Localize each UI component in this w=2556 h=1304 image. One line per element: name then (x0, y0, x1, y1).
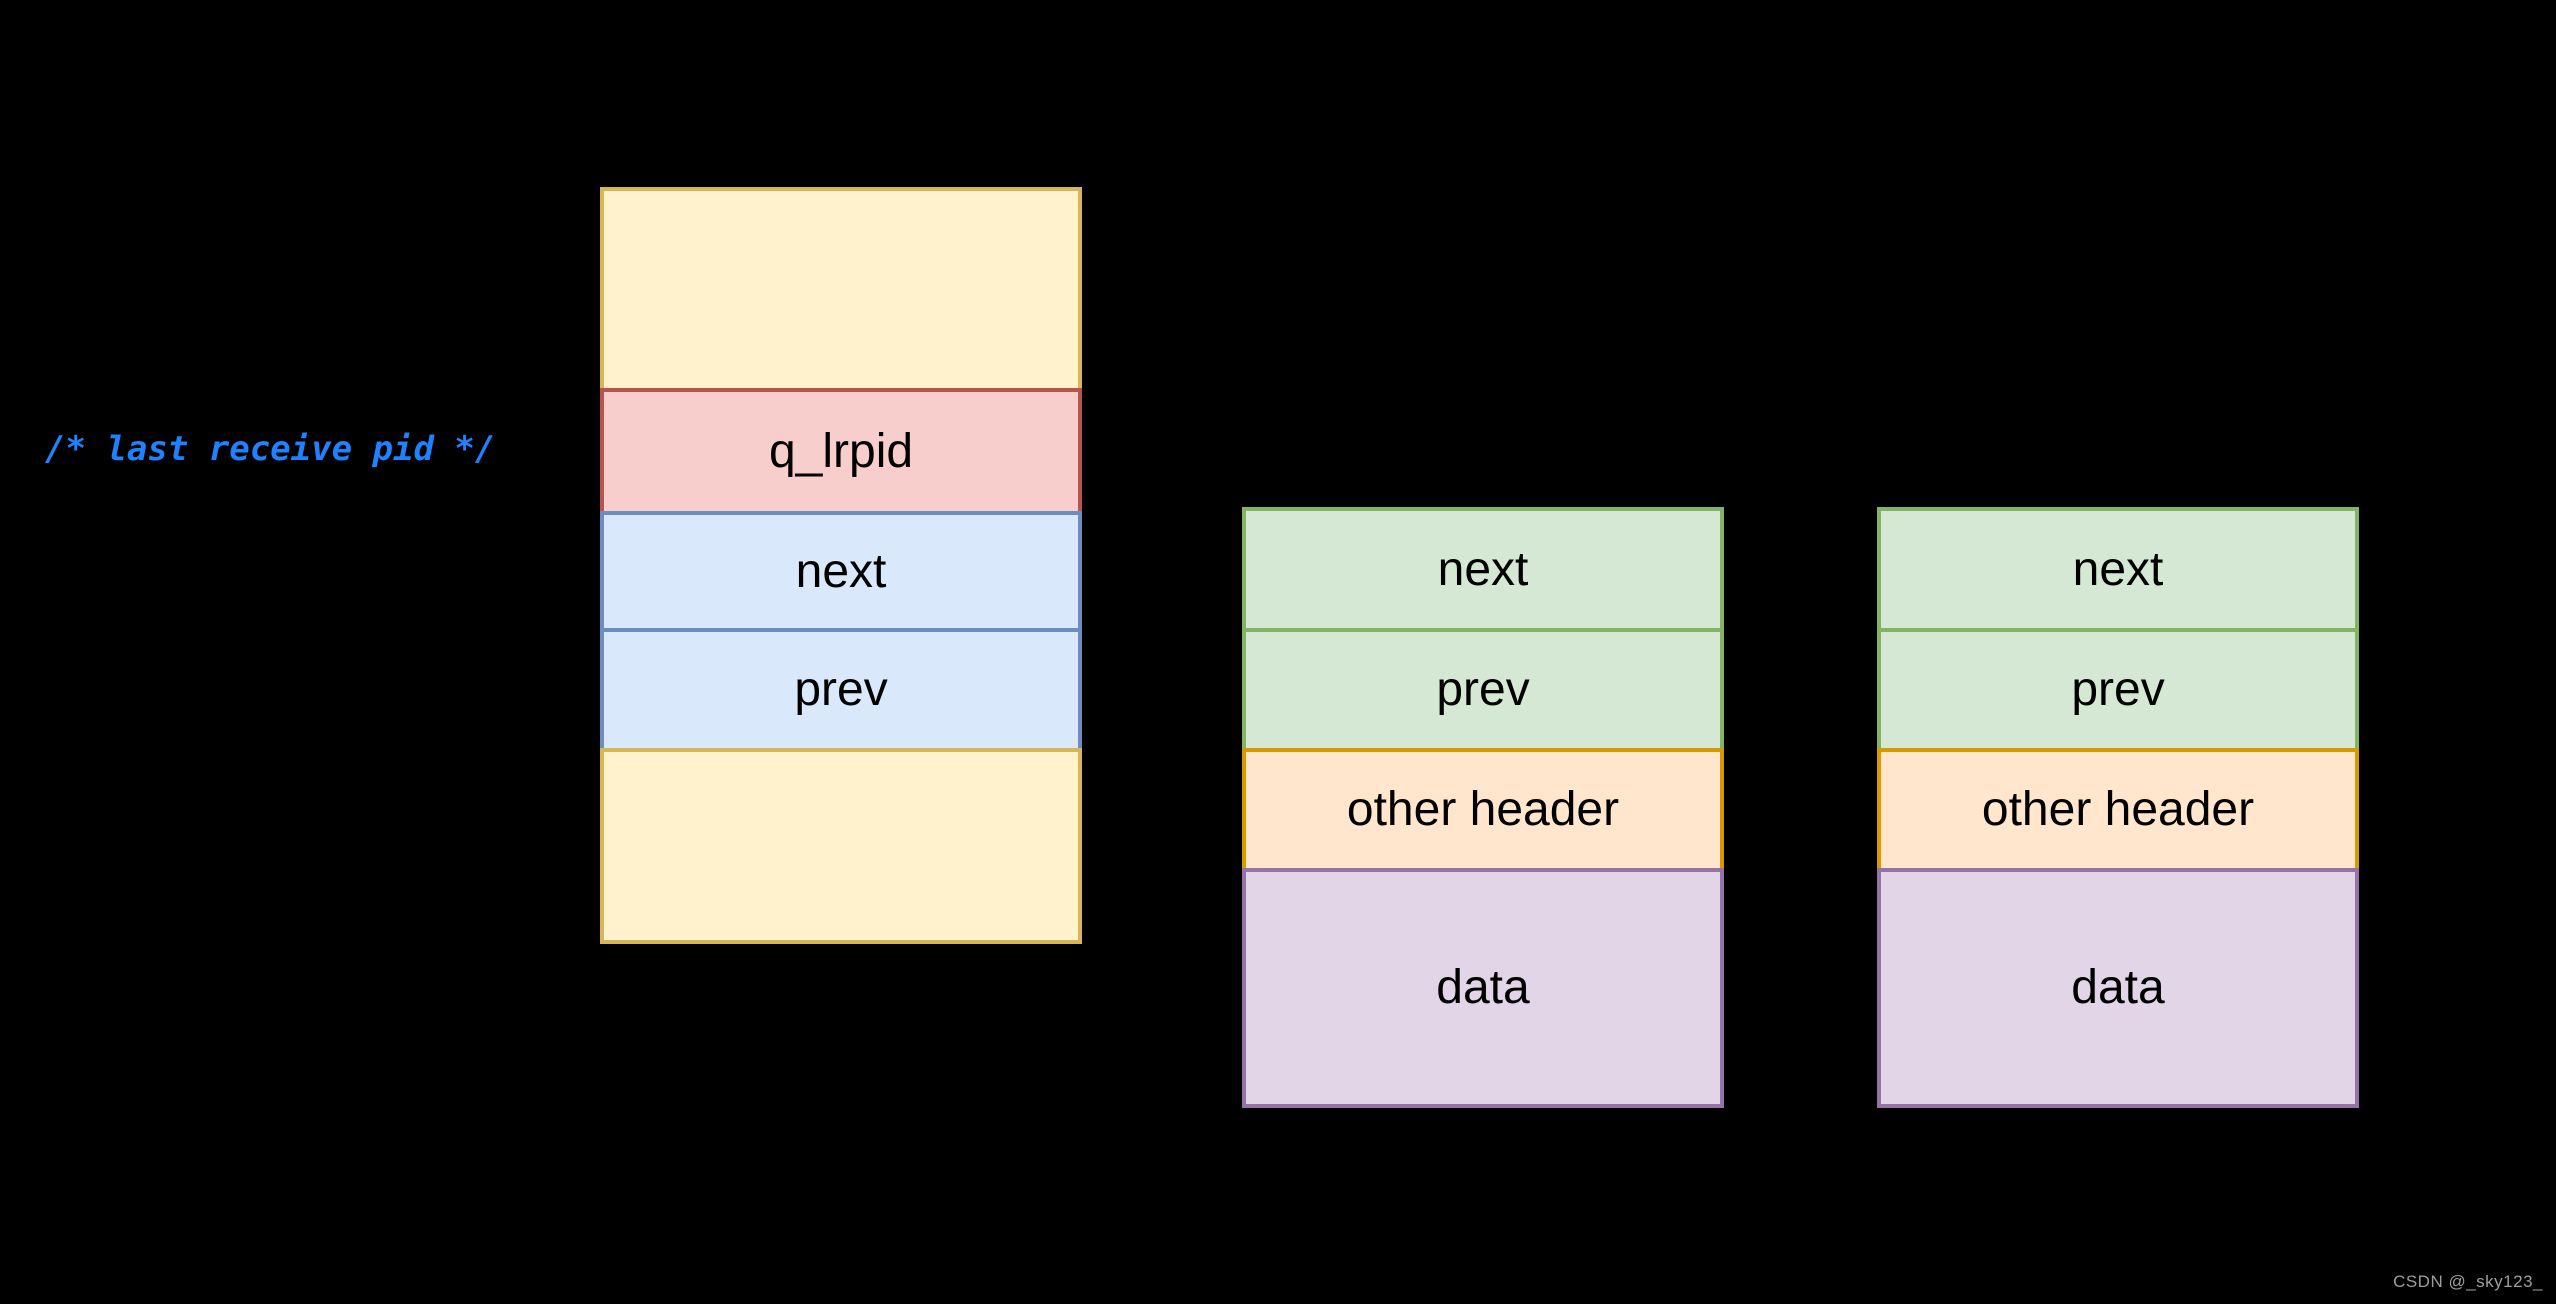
node-prev-row: prev (1242, 628, 1724, 752)
msg-node-1-box: next prev other header data (1242, 507, 1724, 1108)
row-label: next (795, 544, 887, 598)
queue-padding-bottom-row (600, 748, 1082, 944)
node-other-header-row: other header (1877, 748, 2359, 872)
node-next-row: next (1877, 507, 2359, 632)
row-label: other header (1346, 783, 1620, 836)
csdn-watermark: CSDN @_sky123_ (2393, 1272, 2543, 1291)
node-prev-row: prev (1877, 628, 2359, 752)
msg-node-2-box: next prev other header data (1877, 507, 2359, 1108)
row-label: data (1436, 961, 1530, 1014)
last-receive-pid-comment: /* last receive pid */ (45, 429, 496, 469)
node-next-row: next (1242, 507, 1724, 632)
row-label: data (2071, 961, 2165, 1014)
node-other-header-row: other header (1242, 748, 1724, 872)
queue-next-row: next (600, 511, 1082, 632)
q-lrpid-row: q_lrpid (600, 388, 1082, 515)
row-label: prev (1436, 663, 1530, 716)
row-label: next (1437, 542, 1529, 596)
row-label: prev (2071, 663, 2165, 716)
row-label: next (2072, 542, 2164, 596)
queue-prev-row: prev (600, 628, 1082, 752)
queue-padding-top-row (600, 187, 1082, 392)
node-data-row: data (1242, 868, 1724, 1108)
msg-queue-struct-box: q_lrpid next prev (600, 187, 1082, 944)
row-label: prev (794, 663, 888, 716)
row-label: other header (1981, 783, 2255, 836)
node-data-row: data (1877, 868, 2359, 1108)
row-label: q_lrpid (768, 424, 914, 478)
